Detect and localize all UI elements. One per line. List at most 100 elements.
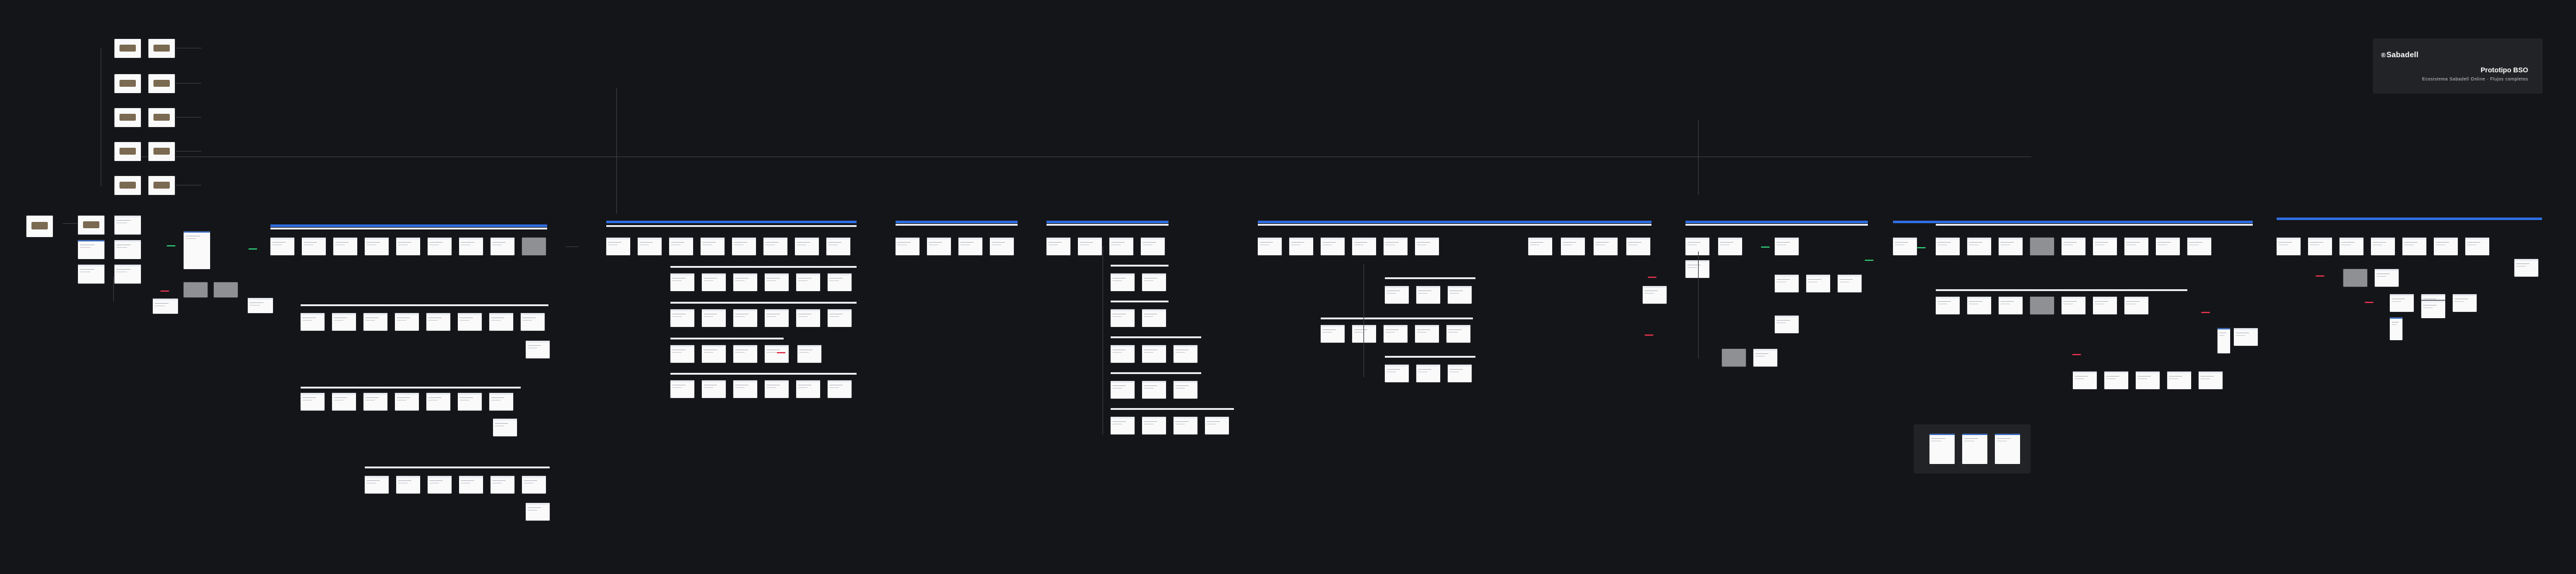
- screen-frame[interactable]: [2167, 372, 2191, 389]
- screen-frame[interactable]: [2156, 238, 2180, 255]
- screen-frame[interactable]: [458, 313, 482, 331]
- screen-frame[interactable]: [1967, 238, 1991, 255]
- screen-frame[interactable]: [1967, 297, 1991, 314]
- screen-frame[interactable]: [395, 313, 419, 331]
- screen-frame[interactable]: [896, 238, 919, 255]
- screen-frame[interactable]: [148, 39, 175, 58]
- screen-frame[interactable]: [1929, 434, 1955, 464]
- screen-frame[interactable]: [1415, 325, 1439, 343]
- screen-frame[interactable]: [148, 142, 175, 161]
- screen-frame[interactable]: [2093, 297, 2117, 314]
- screen-frame[interactable]: [1174, 345, 1197, 363]
- screen-frame[interactable]: [796, 380, 820, 398]
- screen-frame[interactable]: [1448, 365, 1472, 382]
- screen-frame[interactable]: [1352, 325, 1376, 343]
- screen-frame[interactable]: [1111, 309, 1135, 327]
- screen-frame[interactable]: [1141, 238, 1165, 255]
- screen-frame[interactable]: [78, 265, 104, 284]
- screen-frame[interactable]: [364, 313, 387, 331]
- screen-frame[interactable]: [526, 341, 550, 358]
- screen-frame[interactable]: [796, 273, 820, 291]
- screen-frame[interactable]: [1415, 238, 1439, 255]
- screen-frame[interactable]: [1838, 275, 1862, 292]
- screen-frame[interactable]: [1385, 365, 1409, 382]
- screen-frame[interactable]: [1995, 434, 2020, 464]
- screen-frame[interactable]: [184, 282, 208, 297]
- screen-frame[interactable]: [458, 393, 482, 411]
- screen-frame[interactable]: [795, 238, 819, 255]
- screen-frame[interactable]: [990, 238, 1014, 255]
- screen-frame[interactable]: [522, 238, 546, 255]
- screen-frame[interactable]: [78, 216, 104, 235]
- screen-frame[interactable]: [522, 476, 546, 494]
- screen-frame[interactable]: [148, 74, 175, 93]
- screen-frame[interactable]: [1448, 286, 1472, 304]
- screen-frame[interactable]: [765, 345, 789, 363]
- screen-frame[interactable]: [1174, 381, 1197, 399]
- screen-frame[interactable]: [2062, 297, 2085, 314]
- screen-frame[interactable]: [459, 238, 483, 255]
- screen-frame[interactable]: [701, 238, 724, 255]
- screen-frame[interactable]: [732, 238, 756, 255]
- screen-frame[interactable]: [1385, 286, 1409, 304]
- screen-frame[interactable]: [828, 273, 852, 291]
- screen-frame[interactable]: [1936, 297, 1960, 314]
- screen-frame[interactable]: [2136, 372, 2160, 389]
- screen-frame[interactable]: [428, 238, 452, 255]
- screen-frame[interactable]: [1205, 417, 1229, 434]
- screen-frame[interactable]: [1078, 238, 1102, 255]
- screen-frame[interactable]: [702, 309, 726, 327]
- screen-frame[interactable]: [270, 238, 294, 255]
- screen-frame[interactable]: [302, 238, 326, 255]
- screen-frame[interactable]: [114, 39, 141, 58]
- screen-frame[interactable]: [114, 74, 141, 93]
- screen-frame[interactable]: [1111, 345, 1135, 363]
- screen-frame[interactable]: [2124, 297, 2148, 314]
- screen-frame[interactable]: [1352, 238, 1376, 255]
- screen-frame[interactable]: [1936, 238, 1960, 255]
- screen-frame[interactable]: [2421, 301, 2445, 318]
- screen-frame[interactable]: [1806, 275, 1830, 292]
- screen-frame[interactable]: [670, 273, 694, 291]
- screen-frame[interactable]: [491, 476, 514, 494]
- screen-frame[interactable]: [1775, 238, 1799, 255]
- screen-frame[interactable]: [26, 216, 53, 237]
- screen-frame[interactable]: [301, 393, 325, 411]
- screen-frame[interactable]: [2465, 238, 2489, 255]
- screen-frame[interactable]: [927, 238, 951, 255]
- screen-frame[interactable]: [114, 142, 141, 161]
- screen-frame[interactable]: [1174, 417, 1197, 434]
- screen-frame[interactable]: [1046, 238, 1070, 255]
- screen-frame[interactable]: [1446, 325, 1470, 343]
- screen-frame[interactable]: [489, 313, 513, 331]
- screen-frame[interactable]: [2371, 238, 2395, 255]
- screen-frame[interactable]: [332, 313, 356, 331]
- screen-frame[interactable]: [733, 309, 757, 327]
- screen-frame[interactable]: [1321, 238, 1345, 255]
- screen-frame[interactable]: [638, 238, 662, 255]
- screen-frame[interactable]: [1718, 238, 1742, 255]
- screen-frame[interactable]: [2073, 372, 2097, 389]
- screen-frame[interactable]: [114, 176, 141, 195]
- screen-frame[interactable]: [606, 238, 630, 255]
- screen-frame[interactable]: [153, 299, 178, 314]
- screen-frame[interactable]: [1962, 434, 1987, 464]
- screen-frame[interactable]: [148, 108, 175, 127]
- screen-frame[interactable]: [670, 380, 694, 398]
- screen-frame[interactable]: [1594, 238, 1618, 255]
- screen-frame[interactable]: [333, 238, 357, 255]
- screen-frame[interactable]: [1111, 381, 1135, 399]
- screen-frame[interactable]: [1528, 238, 1552, 255]
- screen-frame[interactable]: [364, 393, 387, 411]
- screen-frame[interactable]: [1893, 238, 1917, 255]
- screen-frame[interactable]: [365, 476, 389, 494]
- screen-frame[interactable]: [489, 393, 513, 411]
- screen-frame[interactable]: [365, 238, 389, 255]
- screen-frame[interactable]: [1142, 345, 1166, 363]
- screen-frame[interactable]: [301, 313, 325, 331]
- screen-frame[interactable]: [1775, 316, 1799, 333]
- screen-frame[interactable]: [669, 238, 693, 255]
- screen-frame[interactable]: [2434, 238, 2458, 255]
- screen-frame[interactable]: [1416, 286, 1440, 304]
